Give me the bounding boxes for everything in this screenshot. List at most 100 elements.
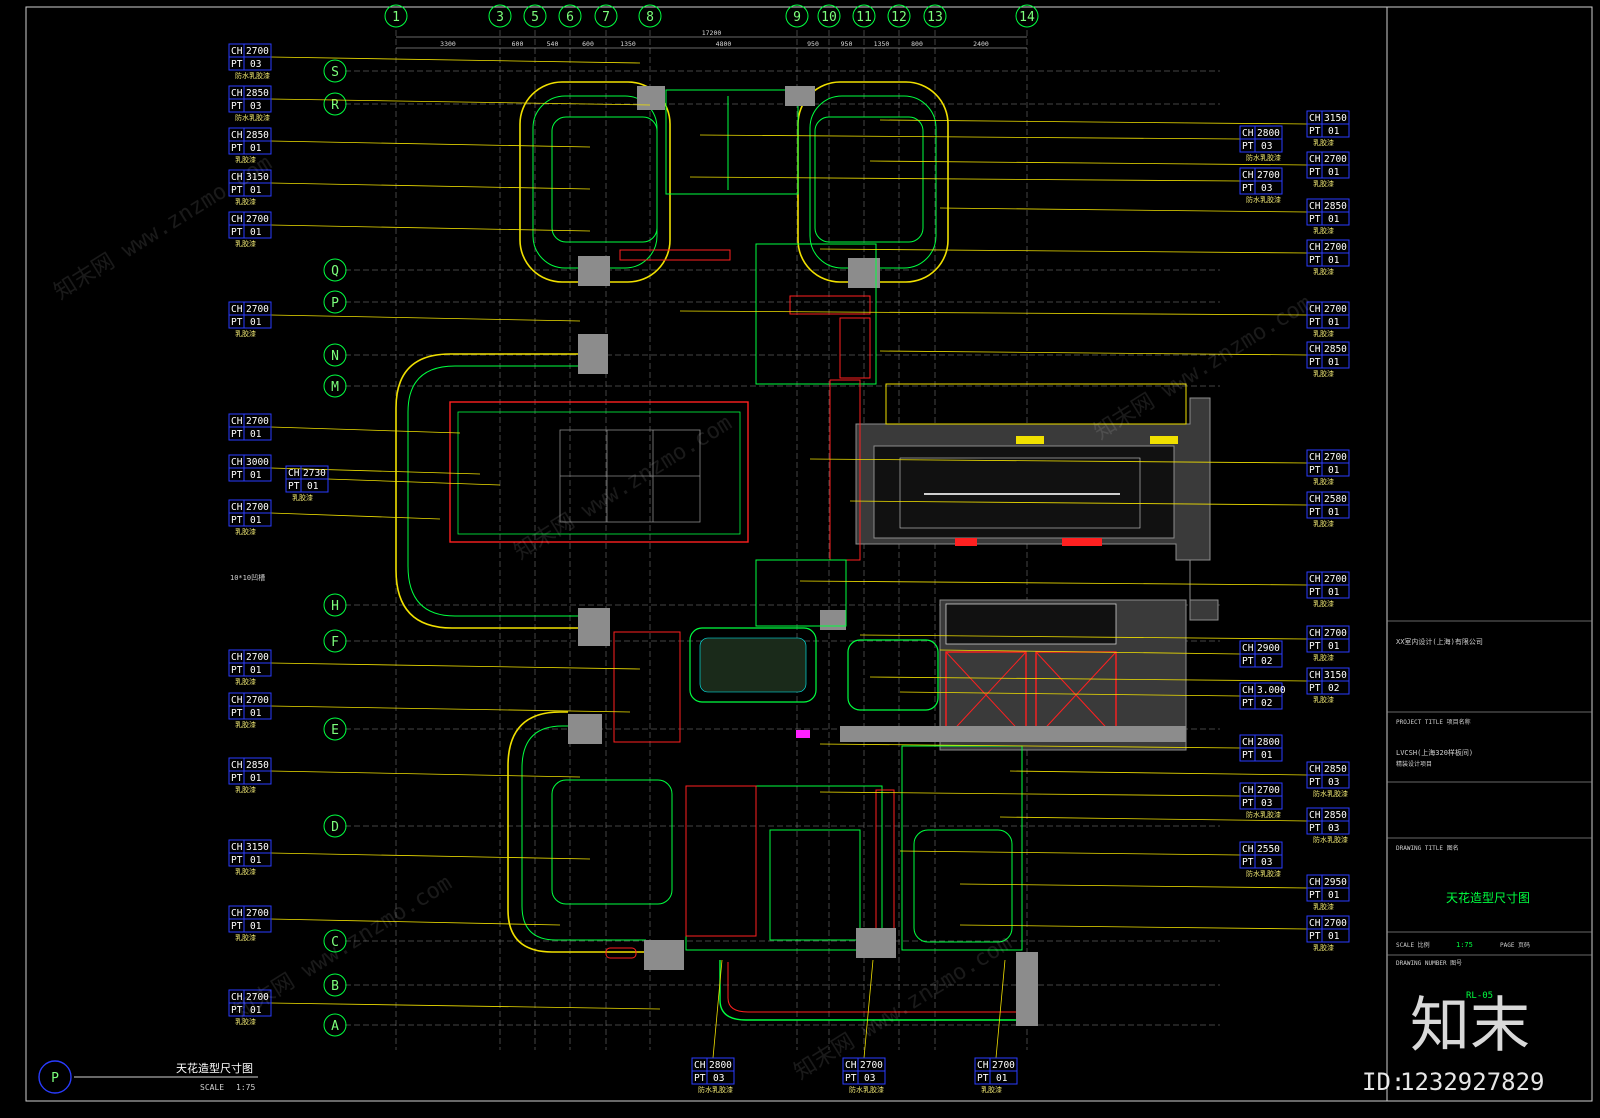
- stair-cap-red-2: [1062, 538, 1102, 546]
- tag-note: 乳胶漆: [235, 527, 256, 536]
- tag-ch-label: CH: [1309, 201, 1321, 212]
- tag-note: 乳胶漆: [981, 1085, 1002, 1094]
- tag-pt-box: [228, 662, 272, 677]
- upper-landing: [885, 383, 1187, 425]
- tag-pt-label: PT: [231, 59, 243, 70]
- tb-drawing-number-label: DRAWING NUMBER 图号: [1396, 960, 1462, 967]
- tag-pt-box: [1306, 252, 1350, 267]
- grid-column-label: 13: [927, 10, 943, 25]
- tag-ch-value: 2700: [1324, 304, 1347, 315]
- tag-note: 乳胶漆: [1313, 902, 1334, 911]
- tag-ch-value: 3150: [1324, 670, 1347, 681]
- leader-line: [270, 56, 641, 64]
- tag-note: 防水乳胶漆: [1246, 869, 1281, 878]
- grid-row-bubble: [323, 593, 347, 617]
- tag-ch-label: CH: [1242, 128, 1254, 139]
- tag-ch-value: 2700: [1324, 154, 1347, 165]
- elevator-1-x2: [945, 651, 1027, 739]
- tag-ch-label: CH: [1309, 344, 1321, 355]
- tag-note: 防水乳胶漆: [235, 71, 270, 80]
- tag-pt-label: PT: [1309, 214, 1321, 225]
- grid-row-label: R: [331, 98, 339, 113]
- column-living-1: [578, 334, 608, 374]
- segment-dimension-text: 3300: [440, 40, 456, 48]
- tag-pt-box: [228, 852, 272, 867]
- leader-line: [270, 512, 441, 520]
- watermark-id-value: 1232927829: [1400, 1068, 1545, 1096]
- tag-pt-box: [1239, 138, 1283, 153]
- tag-pt-value: 01: [250, 855, 262, 866]
- grid-row-label: D: [331, 820, 339, 835]
- grid-column-bubble: [923, 4, 947, 28]
- leader-line: [712, 959, 723, 1059]
- tag-note: 乳胶漆: [1313, 329, 1334, 338]
- tag-pt-label: PT: [231, 665, 243, 676]
- tag-pt-box: [1306, 680, 1350, 695]
- tag-pt-value: 02: [1261, 656, 1272, 667]
- tag-ch-value: 2730: [303, 468, 326, 479]
- tag-pt-value: 01: [996, 1073, 1008, 1084]
- tag-pt-value: 01: [250, 429, 262, 440]
- tag-pt-box: [1306, 314, 1350, 329]
- grid-column-label: 8: [646, 10, 654, 25]
- tag-ch-label: CH: [231, 416, 243, 427]
- kitchen-block: [755, 243, 877, 385]
- tag-note: 乳胶漆: [235, 155, 256, 164]
- tag-pt-box: [228, 770, 272, 785]
- beam-note: 10*10凹槽: [230, 573, 265, 582]
- tb-page-label: PAGE 页码: [1500, 941, 1530, 949]
- tag-pt-box: [1306, 462, 1350, 477]
- leader-line: [270, 98, 651, 106]
- segment-dimension-text: 4800: [716, 40, 732, 48]
- tag-ch-label: CH: [1309, 574, 1321, 585]
- tag-pt-box: [285, 478, 329, 493]
- leader-line: [959, 924, 1308, 930]
- tag-pt-box: [228, 314, 272, 329]
- tag-note: 乳胶漆: [235, 239, 256, 248]
- tag-note: 乳胶漆: [235, 933, 256, 942]
- bath-bottom-wet: [769, 829, 861, 941]
- bedroom-bottom-left-inner: [521, 725, 646, 941]
- tag-pt-label: PT: [288, 481, 300, 492]
- grid-column-bubble: [594, 4, 618, 28]
- tag-ch-value: 2850: [246, 88, 269, 99]
- leader-line: [689, 176, 1241, 182]
- tag-ch-value: 2700: [246, 992, 269, 1003]
- tag-ch-value: 2900: [1257, 643, 1280, 654]
- tag-note: 防水乳胶漆: [1246, 195, 1281, 204]
- leader-line: [899, 850, 1241, 856]
- living-room-outline: [395, 353, 590, 629]
- grid-column-bubble: [488, 4, 512, 28]
- tag-pt-label: PT: [231, 317, 243, 328]
- tag-pt-value: 01: [250, 665, 262, 676]
- tag-ch-label: CH: [1242, 844, 1254, 855]
- tag-ch-label: CH: [1309, 764, 1321, 775]
- tag-ch-value: 2700: [246, 502, 269, 513]
- tag-pt-value: 03: [1328, 777, 1339, 788]
- tag-pt-box: [228, 182, 272, 197]
- grid-column-label: 12: [891, 10, 907, 25]
- segment-dimension-text: 1350: [874, 40, 890, 48]
- tag-ch-label: CH: [231, 908, 243, 919]
- tag-note: 防水乳胶漆: [849, 1085, 884, 1094]
- tag-pt-label: PT: [1309, 255, 1321, 266]
- segment-dimension-text: 600: [512, 40, 524, 48]
- corridor-box: [755, 559, 847, 627]
- leader-line: [809, 458, 1308, 464]
- tag-note: 乳胶漆: [1313, 226, 1334, 235]
- tag-ch-value: 2850: [1324, 764, 1347, 775]
- grid-row-label: P: [331, 296, 339, 311]
- tag-ch-label: CH: [231, 760, 243, 771]
- grid-row-label: F: [331, 635, 339, 650]
- grid-row-bubble: [323, 629, 347, 653]
- tag-pt-box: [1306, 584, 1350, 599]
- kitchen-red-2: [839, 317, 871, 379]
